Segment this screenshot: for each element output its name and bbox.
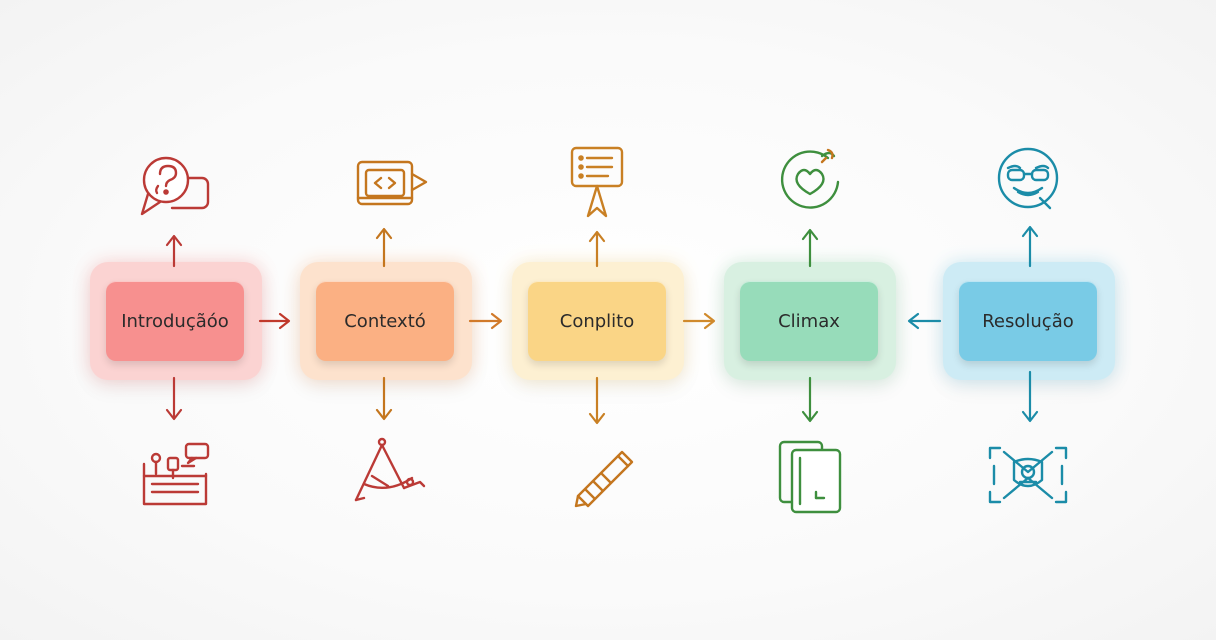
tablet-document-icon	[778, 440, 842, 514]
heart-circle-icon	[780, 148, 840, 209]
arrow-up-icon	[1021, 225, 1039, 268]
stage-introducao: Introduçãóo	[90, 262, 262, 380]
stage-label: Introduçãóo	[106, 281, 244, 361]
stage-resolucao: Resolução	[943, 262, 1115, 380]
arrow-up-icon	[375, 227, 393, 268]
arrow-down-icon	[1021, 370, 1039, 423]
arrow-up-icon	[165, 234, 183, 268]
speech-bubble-question-icon	[140, 156, 210, 216]
film-projector-icon	[356, 160, 428, 206]
arrow-right-icon	[682, 312, 716, 330]
arrow-down-icon	[588, 376, 606, 425]
sign-board-icon	[570, 146, 624, 218]
arrow-down-icon	[375, 376, 393, 421]
stage-conplito: Conplito	[512, 262, 684, 380]
arrow-right-icon	[258, 312, 291, 330]
stage-contexto: Contextó	[300, 262, 472, 380]
arrow-up-icon	[801, 228, 819, 268]
arrow-right-icon	[468, 312, 503, 330]
arrow-down-icon	[801, 376, 819, 423]
pencil-tool-icon	[574, 450, 634, 508]
compass-drawing-icon	[354, 437, 426, 502]
stage-label: Conplito	[528, 281, 666, 361]
smiling-face-icon	[997, 147, 1059, 210]
arrow-down-icon	[165, 376, 183, 421]
arrow-left-icon	[907, 312, 942, 330]
stage-label: Contextó	[316, 281, 454, 361]
arrow-up-icon	[588, 230, 606, 268]
network-frame-icon	[988, 446, 1068, 504]
workstation-board-icon	[142, 442, 210, 506]
stage-label: Resolução	[959, 281, 1097, 361]
stage-label: Climax	[740, 281, 878, 361]
stage-climax: Climax	[724, 262, 896, 380]
